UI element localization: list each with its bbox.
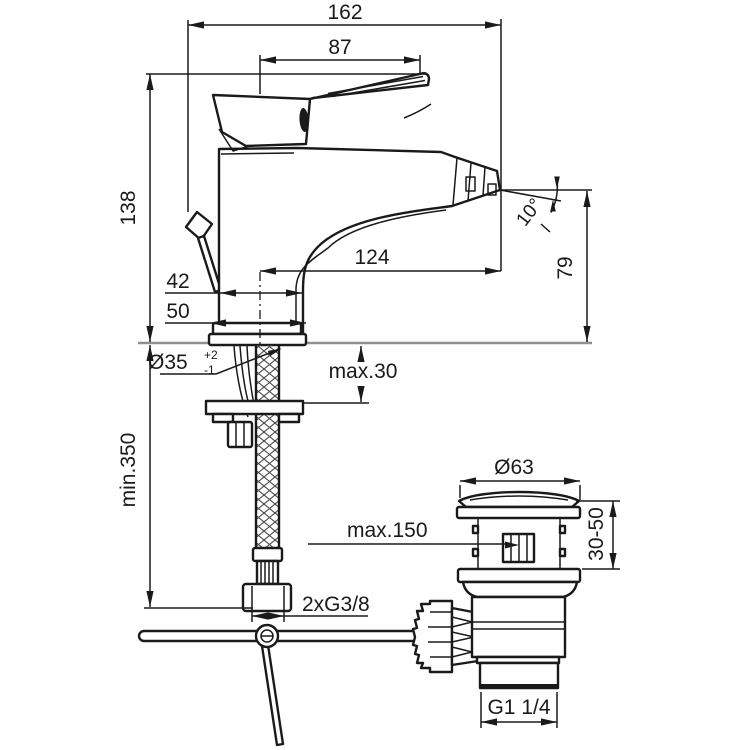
g38-hose-nut: [241, 582, 293, 613]
dim-label-79: 79: [554, 256, 577, 279]
dimension-spout-angle: 10°: [499, 176, 562, 233]
body-and-spout-outline: [217, 146, 502, 335]
dimension-waste-clamp-range: 30-50: [576, 500, 620, 570]
dim-label-min350: min.350: [117, 433, 140, 508]
dim-label-2xg38: 2xG3/8: [302, 593, 370, 616]
dimension-waste-thread: G1 1/4: [480, 692, 558, 728]
waste-lower-flange: [456, 567, 582, 584]
dimension-min-clearance: min.350: [117, 345, 253, 609]
dim-label-max150: max.150: [347, 519, 428, 542]
base-plate-upper: [211, 321, 303, 336]
diagonal-rod: [260, 643, 285, 747]
dimension-max-deck-thickness: max.30: [303, 346, 398, 404]
dim-label-hole: Ø35: [148, 351, 188, 374]
hose-ribbed-section: [255, 559, 280, 586]
dimension-overall-length: 162: [187, 1, 502, 271]
dim-label-d63: Ø63: [494, 456, 534, 479]
dimension-waste-flange-diameter: Ø63: [459, 456, 581, 500]
thread-shading: [480, 684, 558, 689]
handle-indicator-dot: [299, 108, 309, 132]
lever-handle: [211, 71, 432, 152]
spout-inner-line: [295, 209, 447, 332]
dimension-max-drain-distance: max.150: [308, 519, 519, 549]
base-plate-lower: [207, 332, 308, 347]
dim-label-162: 162: [327, 1, 362, 24]
dimension-spout-height: 79: [500, 189, 592, 342]
waste-top-flange: [455, 505, 582, 520]
clamp-foot-right: [277, 412, 301, 424]
supply-hoses: [233, 345, 293, 613]
mounting-clamp-plate: [204, 399, 305, 416]
dimension-body-width: 42: [165, 270, 302, 297]
waste-body: [470, 595, 567, 690]
mixer-body: [184, 71, 502, 347]
clamp-foot-left: [211, 412, 235, 424]
dim-label-hole-plus: +2: [204, 348, 218, 362]
waste-plug-cap: [457, 490, 581, 509]
dim-label-hole-minus: -1: [204, 363, 215, 377]
hose-collar: [251, 546, 284, 563]
dimension-hole-diameter: Ø35 +2 -1: [148, 348, 282, 377]
pull-rod-knob: [184, 210, 223, 294]
braided-flex-hose: [254, 345, 281, 548]
adjuster-window: [501, 532, 536, 564]
dim-label-87: 87: [328, 36, 351, 59]
dim-label-124: 124: [354, 246, 389, 269]
dimension-supply-thread: 2xG3/8: [251, 593, 370, 622]
body-seam: [220, 152, 295, 155]
dimension-base-width: 50: [165, 300, 306, 327]
dimension-handle-projection: 87: [259, 36, 421, 94]
waste-drain-assembly: [411, 490, 582, 690]
dim-label-g114: G1 1/4: [487, 696, 550, 719]
mounting-hardware: [204, 399, 305, 449]
dim-label-138: 138: [117, 190, 140, 225]
dimension-body-height: 138: [117, 73, 427, 342]
linkage-nut: [411, 599, 454, 674]
dim-label-30-50: 30-50: [585, 507, 608, 561]
waste-shoulder: [461, 580, 579, 599]
dim-label-42: 42: [166, 270, 189, 293]
dim-label-max30: max.30: [329, 360, 398, 383]
dimension-spout-projection: 124: [259, 246, 501, 346]
aerator-detail: [452, 157, 497, 206]
stud-nut: [226, 420, 254, 449]
pop-up-rod-assembly: [137, 623, 420, 747]
dim-label-50: 50: [166, 300, 189, 323]
